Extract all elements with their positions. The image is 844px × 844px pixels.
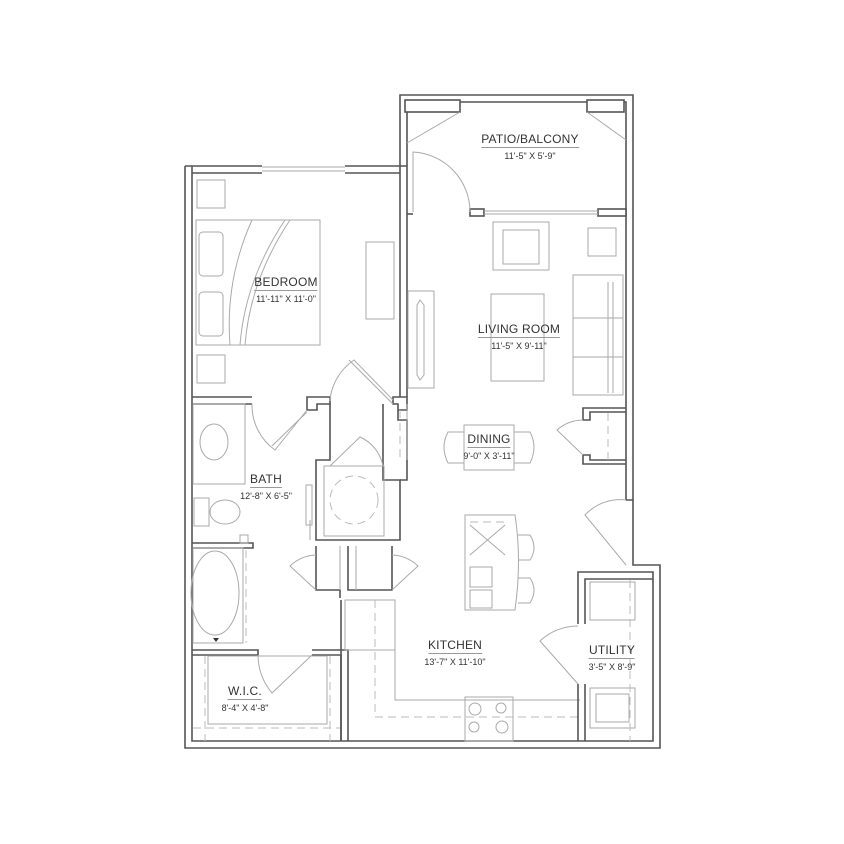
coat-closet [556, 407, 626, 465]
room-name: KITCHEN [427, 638, 483, 654]
room-dimensions: 11'-5" X 9'-11" [491, 341, 547, 351]
bedroom-furniture [195, 179, 395, 384]
exterior-walls [184, 94, 661, 749]
wic [192, 649, 349, 741]
room-name: BATH [250, 472, 282, 488]
patio-planter-left [404, 99, 461, 113]
bath-fixtures [190, 403, 313, 644]
kitchen-island [464, 514, 535, 611]
entry-door [584, 499, 627, 566]
bedroom-window [262, 166, 345, 172]
room-dimensions: 13'-7" X 11'-10" [424, 657, 486, 667]
room-dimensions: 11'-11" X 11'-0" [256, 294, 316, 304]
living-furniture [407, 221, 624, 396]
patio-sliding-door [407, 151, 627, 217]
room-dimensions: 3'-5" X 8'-9" [588, 662, 636, 672]
kitchen-counters [340, 599, 580, 742]
room-label-living-room: LIVING ROOM 11'-5" X 9'-11" [477, 320, 561, 351]
room-label-dining: DINING 9'-0" X 3'-11" [463, 430, 514, 461]
room-label-kitchen: KITCHEN 13'-7" X 11'-10" [424, 636, 485, 667]
room-label-bath: BATH 12'-8" X 6'-5" [240, 470, 292, 501]
room-name: DINING [467, 432, 511, 448]
patio-planter-right [586, 99, 625, 113]
room-name: PATIO/BALCONY [481, 132, 579, 148]
room-name: LIVING ROOM [477, 322, 561, 338]
bedroom-lower-wall [192, 359, 408, 451]
hall-core [289, 404, 419, 598]
room-dimensions: 9'-0" X 3'-11" [463, 451, 515, 461]
room-name: W.I.C. [228, 684, 262, 700]
room-name: UTILITY [588, 643, 636, 659]
room-label-utility: UTILITY 3'-5" X 8'-9" [589, 641, 636, 672]
utility-room [539, 571, 653, 741]
room-name: BEDROOM [254, 275, 318, 291]
room-dimensions: 11'-5" X 5'-9" [504, 151, 556, 161]
room-label-patio: PATIO/BALCONY 11'-5" X 5'-9" [481, 130, 579, 161]
room-label-bedroom: BEDROOM 11'-11" X 11'-0" [254, 273, 318, 304]
room-dimensions: 12'-8" X 6'-5" [240, 491, 292, 501]
room-dimensions: 8'-4" X 4'-8" [221, 703, 269, 713]
room-label-wic: W.I.C. 8'-4" X 4'-8" [222, 682, 269, 713]
